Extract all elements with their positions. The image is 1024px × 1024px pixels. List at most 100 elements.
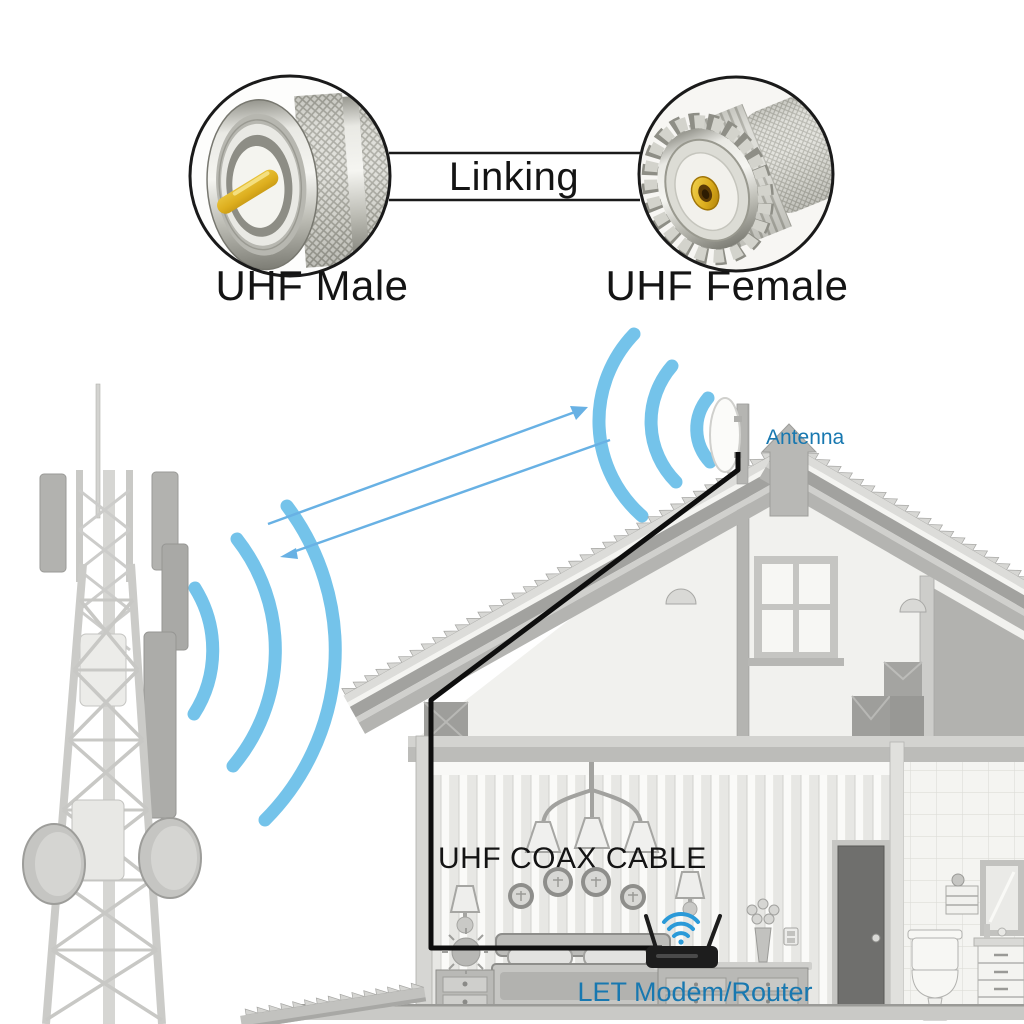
antenna-dish-icon [709, 397, 749, 485]
drawer-knob [766, 982, 770, 987]
vanity [973, 924, 1024, 1017]
plant-spikes [442, 928, 488, 974]
window-mullion-h [762, 604, 830, 610]
uhf-male-label: UHF Male [215, 262, 408, 309]
linking-label: Linking [449, 155, 579, 199]
uplink-arrow-head [570, 406, 588, 420]
flower [763, 913, 775, 925]
porch-roof [240, 982, 427, 1024]
bedroom-wall-lamp-left [449, 885, 481, 934]
roof-fascia [777, 439, 1024, 602]
shelf-plant [951, 873, 965, 887]
vanity-handles [994, 953, 1008, 1008]
drum-dish-left-face [35, 832, 81, 896]
box-folds [851, 695, 891, 721]
roof-peak-finial [760, 423, 818, 517]
chandelier-stem [589, 762, 594, 792]
room-divider-wall [889, 741, 905, 1011]
tower-legs [42, 563, 166, 1024]
wifi-dot [678, 939, 684, 945]
attic-sconce-right [899, 598, 927, 613]
modem-router-label: LET Modem/Router [577, 977, 812, 1007]
photo-circle-border [637, 75, 835, 273]
shelf-lines [946, 895, 978, 906]
door-panel [837, 845, 885, 1017]
lamp-shade [449, 885, 481, 913]
uhf-female-label: UHF Female [605, 262, 848, 309]
switch-button [787, 938, 795, 943]
flower-vase [746, 898, 780, 963]
under-roof-shadow-wall [928, 585, 1024, 742]
downlink-arrow-line [292, 438, 611, 554]
door-knob [871, 933, 881, 943]
vanity-drawer-lines [978, 962, 1024, 998]
mirror-sheen [988, 871, 1016, 923]
plant-ball [451, 937, 481, 967]
roof-inner-band [759, 466, 1024, 634]
gold-center-pin [217, 169, 279, 214]
panel-antenna-left [39, 473, 67, 573]
house-floor [300, 1004, 1024, 1020]
uhf-male-connector-photo [188, 74, 392, 278]
decorative-wall-plates [508, 867, 646, 910]
antenna-wave-large [592, 327, 649, 523]
bed-blanket [500, 972, 666, 1000]
attic-floor-top [408, 736, 1024, 747]
chandelier-arms [541, 788, 643, 825]
drawer-knob [766, 999, 770, 1004]
uplink-arrow-line [267, 410, 576, 526]
antenna-wave-small [690, 391, 717, 469]
attic-window [748, 556, 844, 666]
bed [491, 933, 675, 1009]
roof-white-line [347, 447, 806, 707]
tower-wave-small [187, 581, 220, 721]
antenna-radome [709, 397, 741, 473]
shingle-teeth [781, 439, 1024, 590]
uhf-male-connector [206, 92, 390, 271]
attic-floor-band [408, 747, 1024, 762]
lamp-shade [674, 871, 706, 899]
flower [768, 904, 780, 916]
box-folds [883, 661, 923, 681]
crown-molding [432, 762, 890, 775]
lamp-stem [688, 898, 692, 904]
lamp-stem [463, 912, 467, 919]
chandelier [524, 762, 660, 853]
coax-cable-label: UHF COAX CABLE [438, 842, 707, 875]
roof-white-line [774, 446, 1024, 607]
porch-roof-stripe [241, 997, 427, 1024]
drum-dish-right-face [151, 826, 197, 890]
drawer-knob [462, 999, 468, 1005]
uhf-female-connector [641, 81, 833, 266]
tower-mast [103, 470, 115, 1024]
light-switch [783, 927, 799, 946]
coax-cable-run [428, 452, 741, 951]
roof-light-stripe [355, 461, 814, 723]
drawer-knob [694, 999, 698, 1004]
vase [754, 927, 772, 963]
flower [751, 913, 763, 925]
box [890, 696, 924, 742]
wifi-arc-mid [667, 921, 695, 931]
shingle-teeth [341, 439, 799, 696]
wifi-arc-large [662, 911, 700, 924]
linking-band: Linking [389, 151, 640, 202]
porch-shingle-teeth [244, 982, 425, 1016]
whip-antenna [95, 383, 101, 519]
interior-door [832, 840, 890, 1017]
antenna-bracket [734, 416, 742, 422]
roof-dark-stripe [349, 451, 811, 718]
router-leds [656, 954, 698, 958]
uhf-female-connector-photo [637, 75, 835, 273]
thread-line [218, 119, 303, 251]
sink-soap [997, 927, 1007, 937]
drawer-knob [462, 981, 468, 987]
dresser-drawers [665, 977, 799, 1009]
top-rail-left [76, 470, 83, 582]
lamp-shade [573, 817, 611, 849]
vanity-counter [973, 937, 1024, 947]
lamp-shade [524, 821, 562, 853]
signal-waves-icon [187, 327, 717, 827]
router-antennas [644, 914, 722, 950]
